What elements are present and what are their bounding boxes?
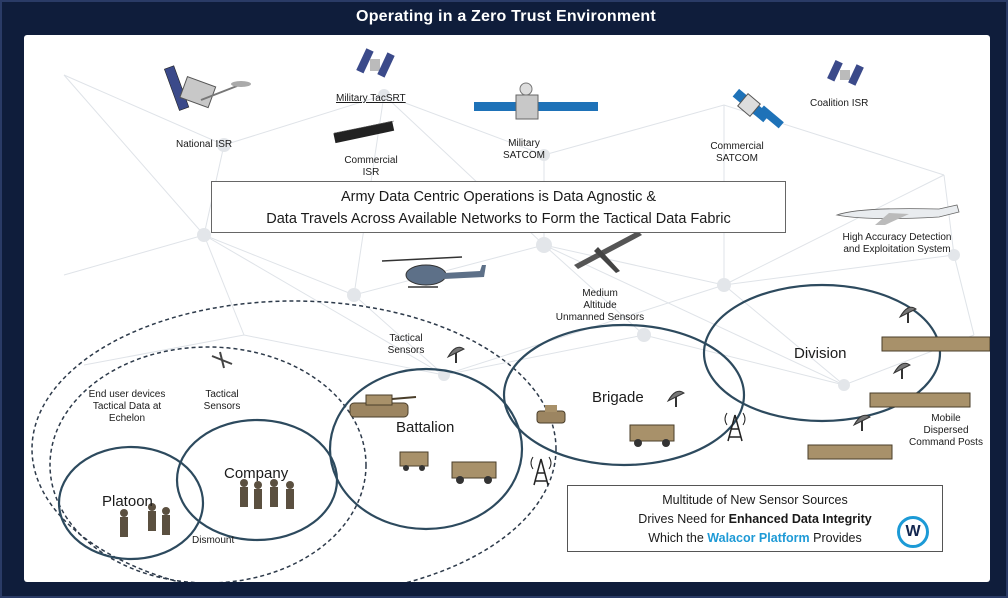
soldier-icon: [120, 479, 294, 537]
label-tactical-sensors-top: Tactical Sensors: [376, 333, 436, 357]
label-coalition-isr: Coalition ISR: [810, 98, 869, 109]
outer-dashed-ellipse: [31, 300, 557, 582]
callout-line2-prefix: Drives Need for: [638, 512, 729, 526]
antenna-dish-icon: [892, 362, 911, 379]
label-commercial-satcom-line1: Commercial: [710, 141, 764, 152]
truck-icon: [451, 461, 497, 484]
callout-bottom-line1: Multitude of New Sensor Sources: [662, 493, 848, 507]
label-medium-altitude: Medium Altitude Unmanned Sensors: [548, 288, 652, 324]
callout-data-agnostic: Army Data Centric Operations is Data Agn…: [211, 181, 786, 233]
label-high-accuracy: High Accuracy Detection and Exploitation…: [832, 232, 962, 256]
label-end-user-line3: Echelon: [108, 413, 146, 424]
truck-icon: [399, 451, 429, 471]
label-commercial-satcom: Commercial SATCOM: [704, 141, 770, 165]
mesh-nodes: [197, 89, 960, 391]
label-military-satcom-line1: Military: [508, 138, 540, 149]
helicopter-icon: [381, 256, 486, 288]
satellite-icon: [333, 120, 395, 144]
label-military-satcom: Military SATCOM: [494, 138, 554, 162]
label-male-line2: Altitude: [583, 300, 617, 311]
inner-dashed-ellipse: [49, 346, 367, 582]
slide-title: Operating in a Zero Trust Environment: [356, 8, 656, 25]
echelon-brigade: Brigade: [592, 389, 644, 406]
echelon-platoon: Platoon: [102, 493, 153, 510]
antenna-dish-icon: [666, 390, 685, 407]
aircraft-icon: [835, 204, 960, 225]
callout-line3-prefix: Which the: [648, 531, 708, 545]
label-high-accuracy-line2: and Exploitation System: [843, 244, 951, 255]
satellite-icon: [164, 65, 251, 111]
truck-icon: [881, 336, 990, 352]
label-dismount: Dismount: [192, 535, 235, 546]
label-tactical-sensors-left-line1: Tactical: [205, 389, 239, 400]
satellite-icon: [732, 88, 784, 129]
callout-line3-suffix: Provides: [809, 531, 862, 545]
callout-bottom-line3: Which the Walacor Platform Provides: [568, 529, 942, 548]
label-male-line3: Unmanned Sensors: [555, 312, 645, 323]
label-commercial-satcom-line2: SATCOM: [715, 153, 759, 164]
label-mobile-command-posts: Mobile Dispersed Command Posts: [908, 413, 984, 449]
antenna-dish-icon: [446, 346, 465, 363]
label-commercial-isr-line1: Commercial: [344, 155, 398, 166]
label-tactical-sensors-left-line2: Sensors: [203, 401, 241, 412]
callout-top-line2: Data Travels Across Available Networks t…: [266, 211, 731, 227]
label-tactical-sensors-left: Tactical Sensors: [192, 389, 252, 413]
label-mobile-line3: Command Posts: [909, 437, 983, 448]
drone-icon: [574, 231, 642, 273]
callout-line2-bold: Enhanced Data Integrity: [728, 512, 872, 526]
tank-icon: [536, 405, 566, 424]
walacor-logo-icon: W: [897, 516, 929, 548]
label-national-isr: National ISR: [176, 139, 233, 150]
label-military-tacsrt: Military TacSRT: [336, 93, 406, 104]
truck-icon: [629, 424, 675, 447]
radio-tower-icon: [530, 456, 552, 486]
truck-icon: [869, 392, 971, 408]
echelon-battalion: Battalion: [396, 419, 455, 436]
antenna-dish-icon: [898, 306, 917, 323]
drone-icon: [211, 351, 233, 369]
callout-bottom-line2: Drives Need for Enhanced Data Integrity: [568, 510, 942, 529]
tank-icon: [349, 394, 417, 418]
platoon-circle: [57, 445, 205, 561]
label-tactical-sensors-top-line1: Tactical: [389, 333, 423, 344]
label-high-accuracy-line1: High Accuracy Detection: [842, 232, 952, 243]
division-circle: [702, 283, 942, 423]
callout-data-integrity: Multitude of New Sensor Sources Drives N…: [567, 485, 943, 552]
network-diagram: [31, 48, 990, 582]
label-end-user-line1: End user devices: [88, 389, 166, 400]
label-commercial-isr: Commercial ISR: [342, 155, 400, 179]
battalion-circle: [328, 367, 524, 531]
label-male-line1: Medium: [582, 288, 618, 299]
radio-tower-icon: [724, 412, 746, 442]
brigade-circle: [502, 323, 746, 467]
label-end-user-devices: End user devices Tactical Data at Echelo…: [80, 389, 174, 425]
label-military-satcom-line2: SATCOM: [502, 150, 546, 161]
label-commercial-isr-line2: ISR: [362, 167, 380, 178]
label-tactical-sensors-top-line2: Sensors: [387, 345, 425, 356]
satellite-icon: [827, 60, 864, 86]
satellite-icon: [474, 82, 598, 120]
truck-icon: [807, 444, 893, 460]
walacor-brand-text: Walacor Platform: [707, 531, 810, 545]
satellite-icon: [356, 48, 395, 78]
label-end-user-line2: Tactical Data at: [92, 401, 162, 412]
echelon-division: Division: [794, 345, 847, 362]
echelon-company: Company: [224, 465, 289, 482]
callout-top-line1: Army Data Centric Operations is Data Agn…: [340, 189, 657, 205]
antenna-dish-icon: [852, 414, 871, 431]
label-mobile-line2: Dispersed: [923, 425, 969, 436]
diagram-panel: National ISR Military TacSRT Commercial …: [24, 35, 990, 582]
label-mobile-line1: Mobile: [931, 413, 961, 424]
